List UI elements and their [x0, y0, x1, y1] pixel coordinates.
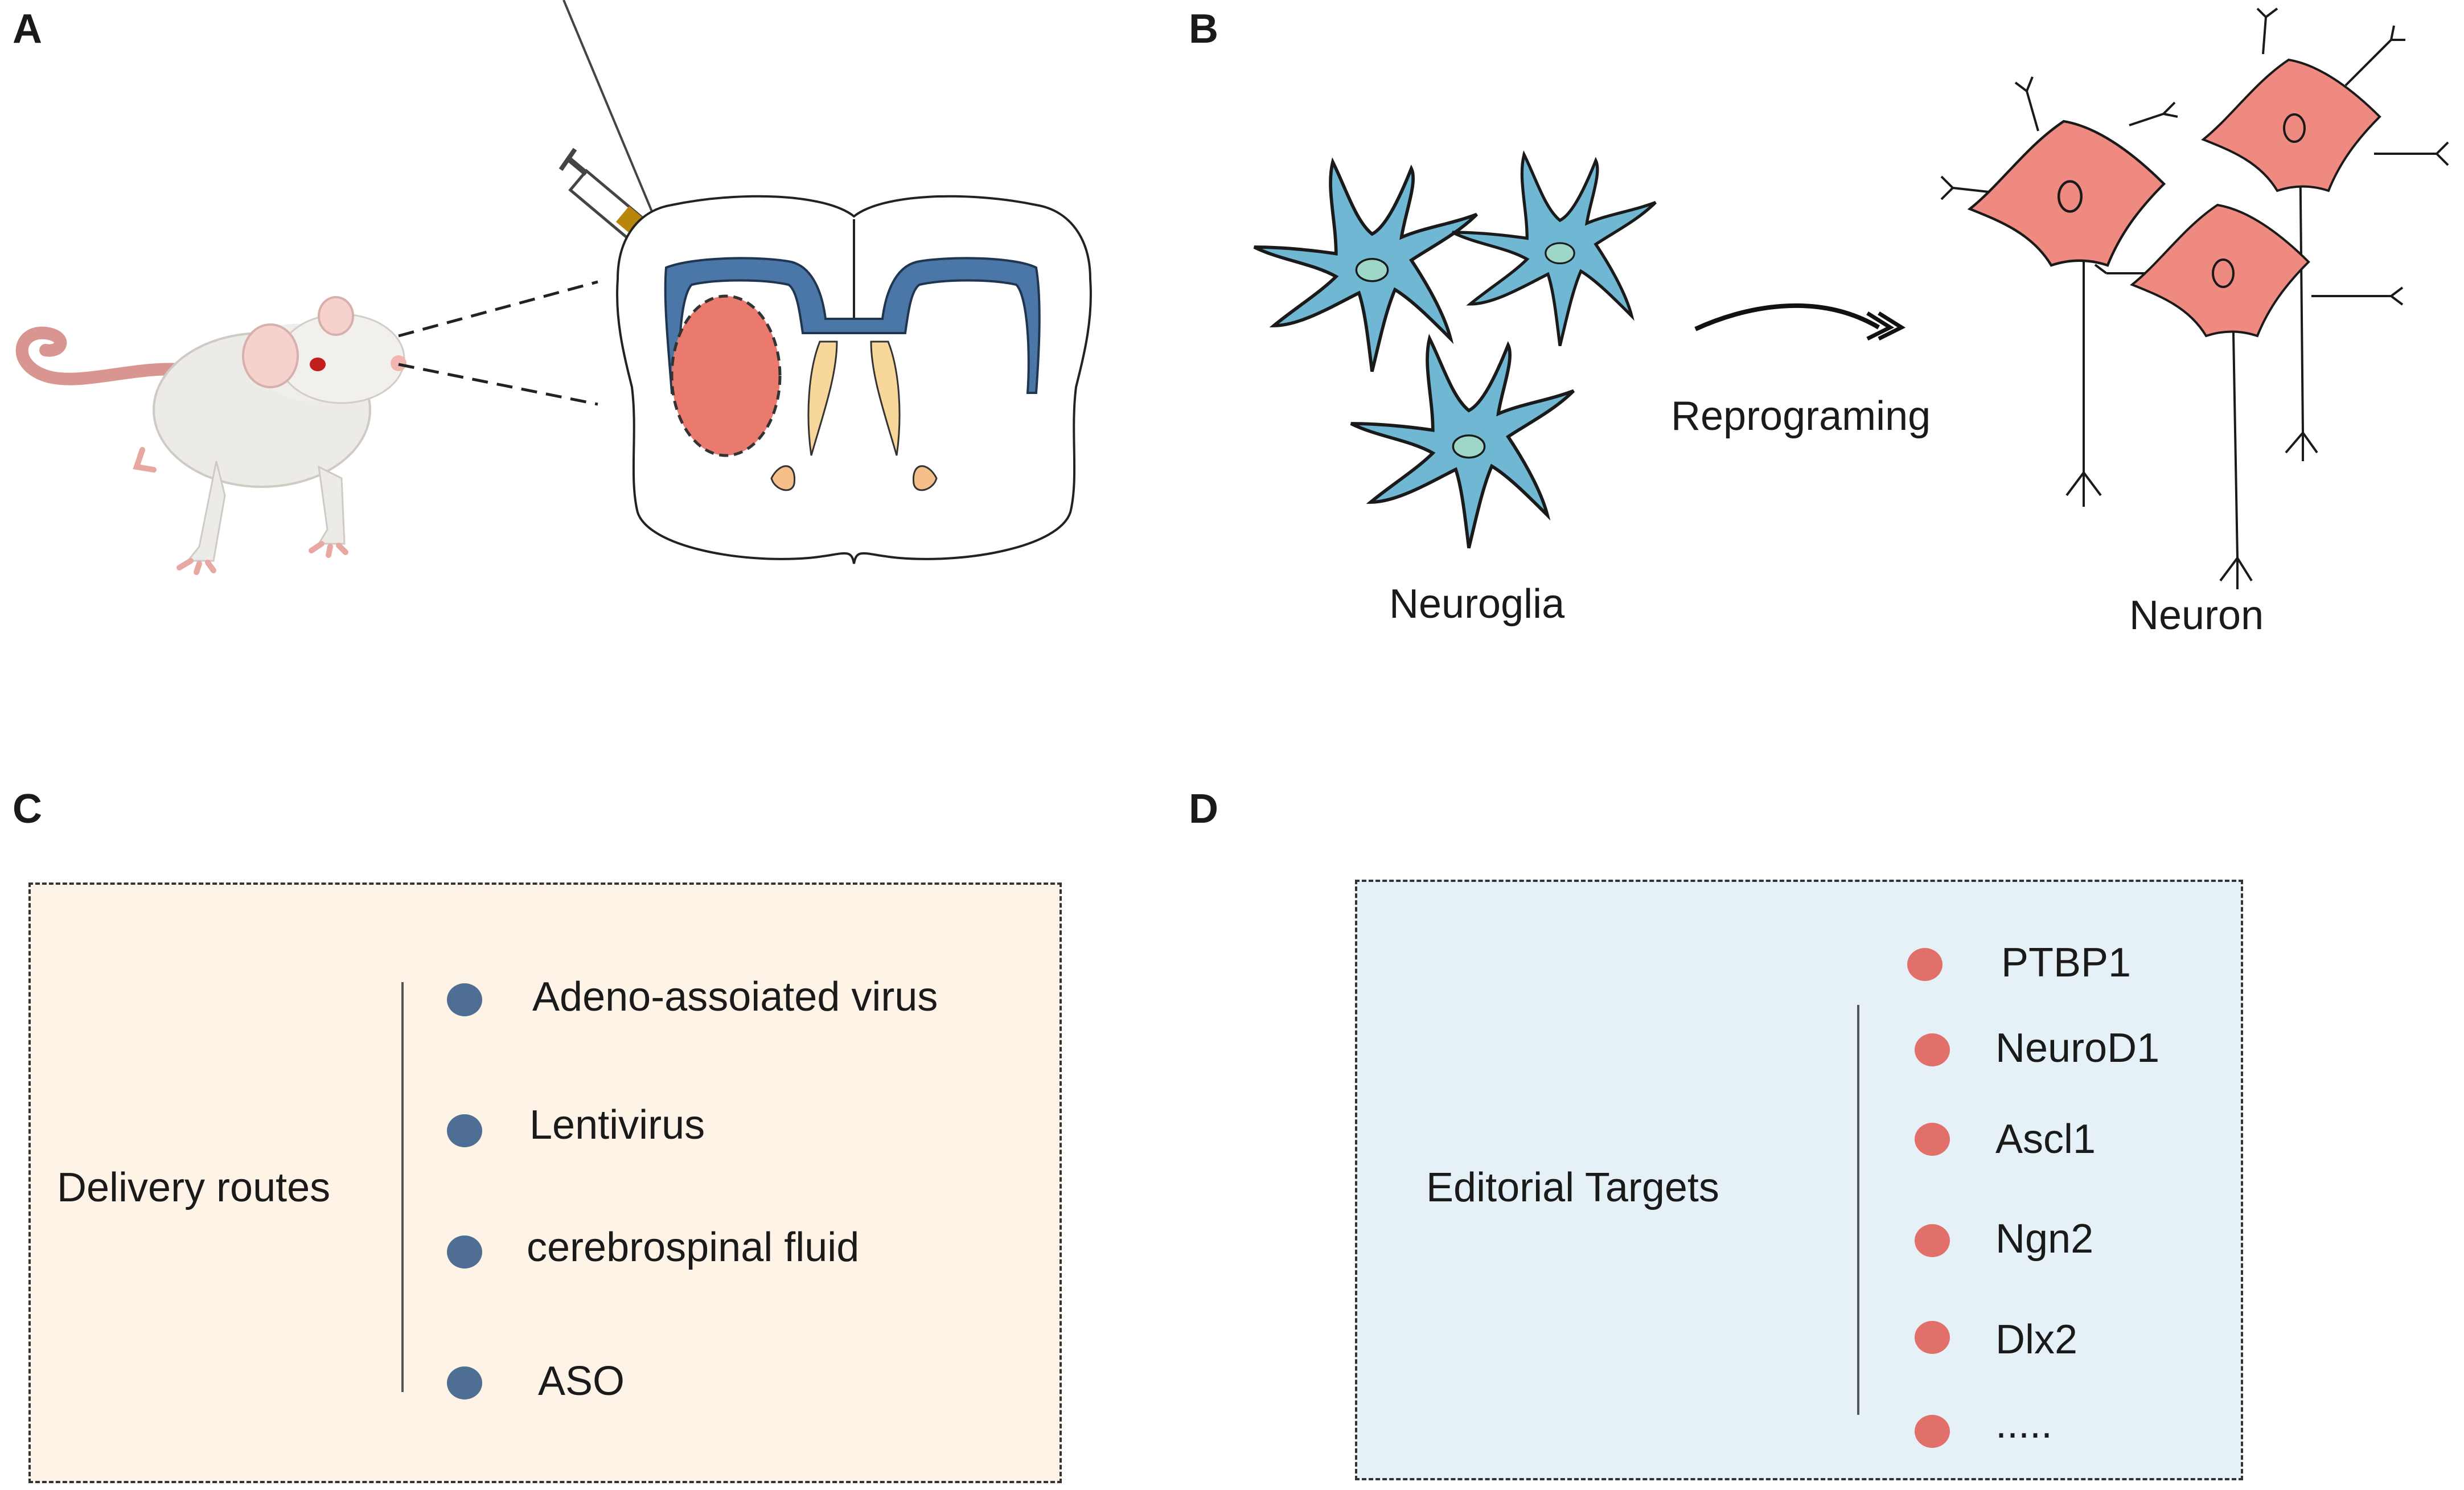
neuron-icon [1940, 7, 2449, 589]
delivery-routes-box [28, 882, 1062, 1483]
astrocyte-icon [1254, 155, 1656, 548]
panel-letter-b: B [1189, 6, 1218, 52]
target-bullet-4 [1915, 1224, 1950, 1257]
panel-letter-d: D [1189, 786, 1218, 832]
reprograming-label: Reprograming [1671, 393, 1931, 439]
arrow-icon [1694, 303, 1906, 341]
route-item-1: Adeno-assoiated virus [532, 974, 938, 1020]
neuroglia-label: Neuroglia [1389, 581, 1565, 627]
mouse-illustration [15, 296, 406, 575]
panel-a-illustration [15, 0, 1092, 575]
delivery-routes-title: Delivery routes [57, 1165, 331, 1210]
panel-letter-c: C [13, 786, 42, 832]
route-bullet-4 [447, 1366, 482, 1399]
target-item-2: NeuroD1 [1995, 1025, 2160, 1071]
target-item-3: Ascl1 [1995, 1117, 2096, 1162]
target-bullet-3 [1915, 1123, 1950, 1156]
target-item-5: Dlx2 [1995, 1317, 2078, 1362]
brain-section-icon [616, 195, 1092, 564]
route-bullet-1 [447, 983, 482, 1016]
route-item-4: ASO [538, 1358, 625, 1404]
target-bullet-2 [1915, 1033, 1950, 1066]
target-item-4: Ngn2 [1995, 1216, 2094, 1262]
target-bullet-5 [1915, 1321, 1950, 1354]
route-item-3: cerebrospinal fluid [527, 1225, 860, 1270]
route-item-2: Lentivirus [529, 1102, 705, 1148]
target-bullet-6 [1915, 1415, 1950, 1448]
editorial-targets-title: Editorial Targets [1426, 1165, 1719, 1210]
panel-letter-a: A [13, 6, 42, 52]
target-bullet-1 [1907, 948, 1943, 981]
editorial-targets-box [1355, 880, 2243, 1480]
route-bullet-3 [447, 1235, 482, 1269]
panel-b-illustration [0, 7, 2449, 589]
target-item-6: ..... [1995, 1401, 2053, 1447]
lesion-area [670, 294, 782, 457]
route-bullet-2 [447, 1114, 482, 1147]
neuron-label: Neuron [2129, 593, 2264, 638]
target-item-1: PTBP1 [2001, 940, 2132, 986]
delivery-routes-divider [401, 982, 404, 1392]
editorial-targets-divider [1857, 1005, 1859, 1415]
